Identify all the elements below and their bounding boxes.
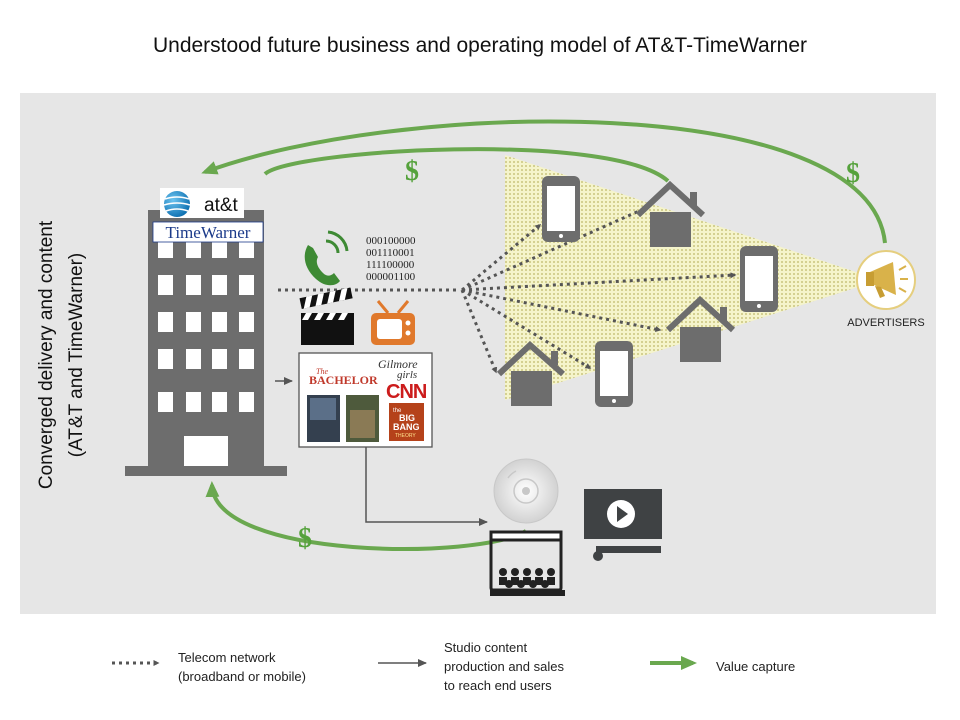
house-icon [635,180,706,247]
legend-telecom-label: Telecom network (broadband or mobile) [178,648,306,686]
value-capture-arrow-right [263,147,670,183]
gilmore-line2: girls [397,369,417,381]
legend-telecom-line1: Telecom network [178,650,276,665]
legend-studio-line3: to reach end users [444,678,552,693]
gilmore-line1: Gilmore [378,357,418,371]
disc-icon [493,458,559,524]
telecom-network [278,205,737,374]
page-title: Understood future business and operating… [152,34,808,57]
audience-cone [505,155,880,400]
bigbang-line4: THEORY [395,433,416,439]
megaphone-icon [856,250,916,310]
cnn-logo: CNN [386,381,427,403]
att-logo: at&t [160,188,244,218]
poster-2-art [350,410,375,438]
advertisers-label: ADVERTISERS [847,317,924,329]
legend-studio-line2: production and sales [444,659,564,674]
legend-studio-label: Studio content production and sales to r… [444,638,564,695]
smartphone-icon [595,341,633,407]
clapperboard-icon [299,287,354,345]
legend-value-label: Value capture [716,659,796,674]
smartphone-icon [740,246,778,312]
side-label: Converged delivery and content (AT&T and… [36,220,87,489]
timewarner-logo-text: TimeWarner [166,223,251,242]
dollar-sign-right: $ [846,158,860,189]
poster-bigbang [389,403,424,441]
side-label-line2: (AT&T and TimeWarner) [66,253,87,457]
house-icon [496,340,565,406]
dollar-sign-top: $ [405,156,419,187]
binary-line-1: 000100000 [366,235,416,247]
timewarner-logo: TimeWarner [152,221,264,243]
binary-line-2: 001110001 [366,247,415,259]
binary-line-3: 111100000 [366,259,415,271]
cinema-audience-icon [489,530,565,596]
bachelor-title: BACHELOR [309,373,378,387]
smartphone-icon [542,176,580,242]
studio-arrow-long [365,447,488,526]
binary-line-4: 000001100 [366,271,416,283]
value-capture-arrow-bottom [205,481,528,551]
phone-call-icon [304,230,349,286]
bachelor-prefix: The [316,367,328,376]
legend-telecom-line2: (broadband or mobile) [178,669,306,684]
legend-studio-line1: Studio content [444,640,528,655]
value-capture-arrow-top [201,119,887,244]
side-label-line1: Converged delivery and content [36,220,57,489]
dollar-sign-bottom: $ [298,523,312,554]
video-player-icon [584,489,662,561]
att-logo-text: at&t [204,195,239,216]
building-icon [125,210,287,476]
tv-icon [371,300,415,345]
poster-1-art [310,398,336,420]
house-icon [665,295,736,362]
bigbang-line2: BIG [399,413,415,423]
bigbang-line3: BANG [393,422,420,432]
binary-data: 000100000 001110001 111100000 000001100 [366,235,416,283]
content-collage: Gilmore girls The BACHELOR CNN the BIG B… [298,352,433,448]
bigbang-line1: the [393,408,402,414]
